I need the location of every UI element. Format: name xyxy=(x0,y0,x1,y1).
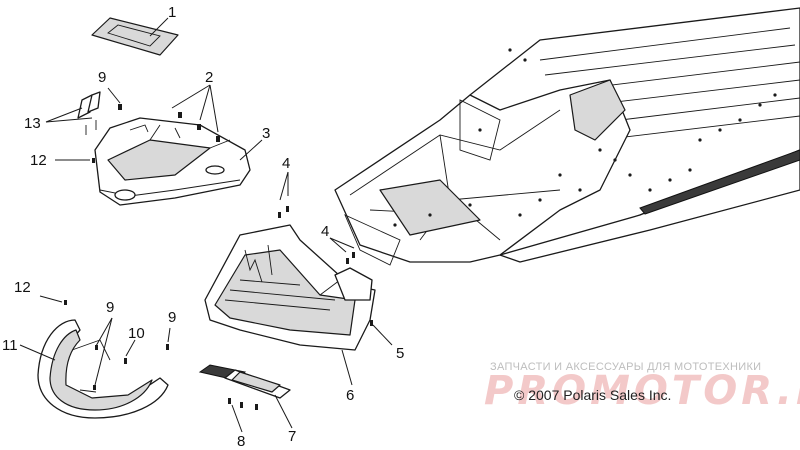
callouts: 1 2 3 4 4 5 6 7 8 9 9 9 10 11 12 12 13 xyxy=(2,4,404,450)
watermark-tagline: ЗАПЧАСТИ И АКСЕССУАРЫ ДЛЯ МОТОТЕХНИКИ xyxy=(490,361,761,373)
callout-12b: 12 xyxy=(14,279,31,296)
callout-12a: 12 xyxy=(30,152,47,169)
callout-4b: 4 xyxy=(321,223,329,240)
part-13-brackets xyxy=(77,91,101,135)
watermark: ЗАПЧАСТИ И АКСЕССУАРЫ ДЛЯ МОТОТЕХНИКИ PR… xyxy=(484,361,800,414)
callout-3: 3 xyxy=(262,125,270,142)
callout-2: 2 xyxy=(205,69,213,86)
chassis-frame xyxy=(334,7,800,266)
callout-10: 10 xyxy=(128,325,145,342)
watermark-logo: PROMOTOR.RU xyxy=(484,368,800,414)
part-7-skid-plate xyxy=(198,364,291,399)
part-6-belly-pan xyxy=(204,224,376,351)
callout-9c: 9 xyxy=(168,309,176,326)
leader-lines xyxy=(19,17,393,433)
callout-7: 7 xyxy=(288,428,296,445)
callout-9b: 9 xyxy=(106,299,114,316)
copyright-notice: © 2007 Polaris Sales Inc. xyxy=(514,387,671,403)
callout-9a: 9 xyxy=(98,69,106,86)
part-3-upper-pan xyxy=(94,117,251,206)
fasteners xyxy=(64,104,373,410)
callout-11: 11 xyxy=(2,337,18,354)
callout-13: 13 xyxy=(24,115,41,132)
callout-6: 6 xyxy=(346,387,354,404)
part-1-cover-plate xyxy=(91,17,179,56)
callout-8: 8 xyxy=(237,433,245,450)
callout-4a: 4 xyxy=(282,155,290,172)
callout-1: 1 xyxy=(168,4,176,21)
callout-5: 5 xyxy=(396,345,404,362)
